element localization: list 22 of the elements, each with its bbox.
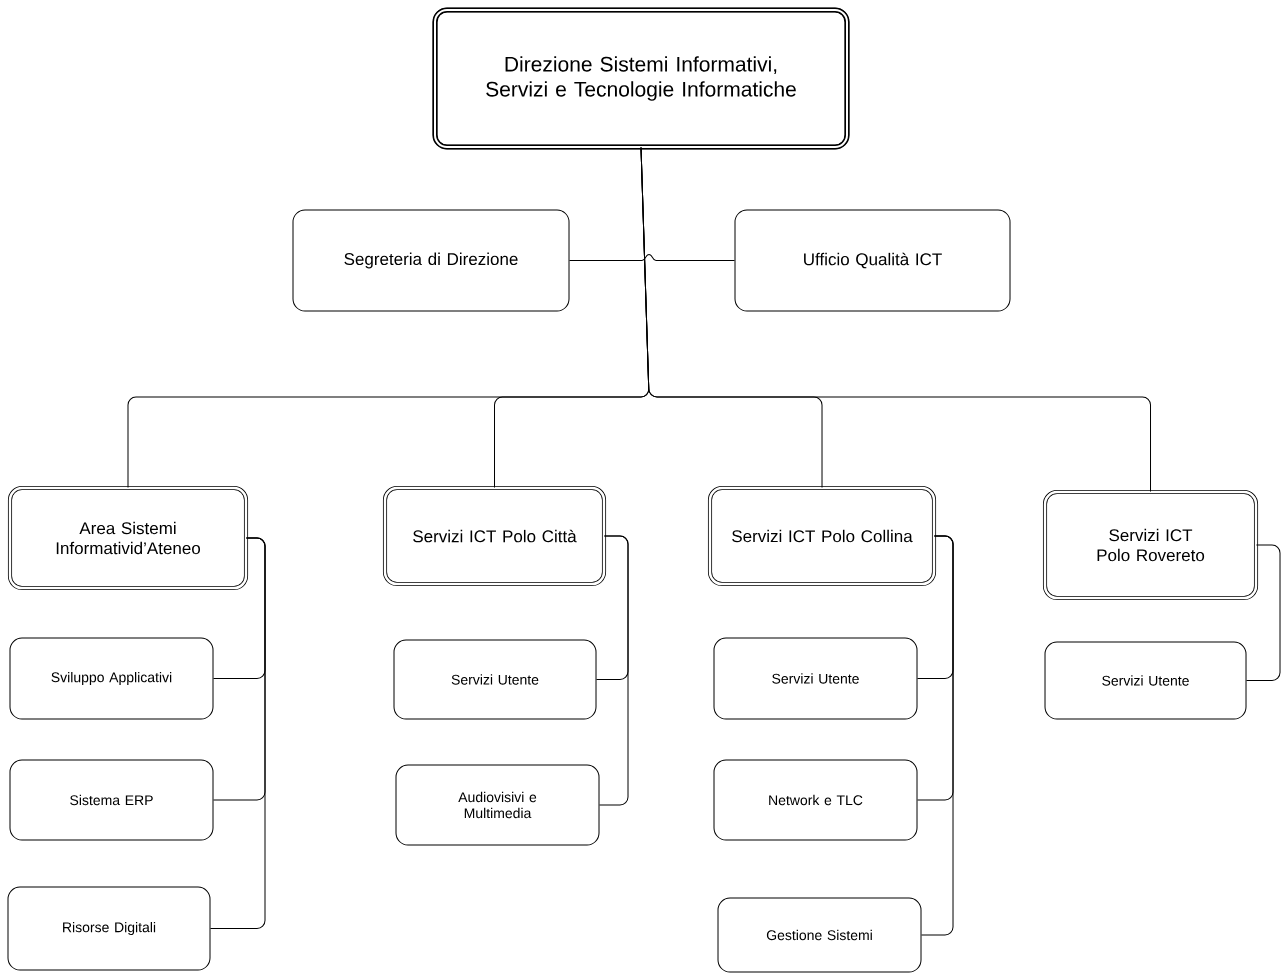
department-box: Area Sistemi Informativid’Ateneo	[7, 485, 249, 591]
department-box: Servizi ICT Polo Rovereto	[1042, 489, 1259, 601]
unit-box: Network e TLC	[713, 759, 918, 841]
connector	[921, 535, 954, 936]
unit-box: Ufficio Qualità ICT	[734, 209, 1011, 312]
connector	[210, 537, 266, 929]
director-box: Direzione Sistemi Informativi, Servizi e Tecnologie Informatiche	[432, 7, 850, 150]
unit-box: Servizi Utente	[1044, 641, 1247, 720]
unit-box: Risorse Digitali	[7, 886, 211, 971]
unit-box: Sviluppo Applicativi	[9, 637, 214, 720]
unit-box: Segreteria di Direzione	[292, 209, 570, 312]
unit-box: Audiovisivi e Multimedia	[395, 764, 600, 846]
connector	[599, 535, 629, 806]
connector	[569, 254, 735, 261]
unit-box: Sistema ERP	[9, 759, 214, 841]
connector	[640, 147, 1151, 493]
department-box: Servizi ICT Polo Collina	[707, 485, 937, 587]
unit-box: Servizi Utente	[713, 637, 918, 720]
unit-box: Servizi Utente	[393, 639, 597, 720]
connector	[1246, 544, 1281, 681]
department-box: Servizi ICT Polo Città	[382, 485, 607, 587]
unit-box: Gestione Sistemi	[717, 897, 922, 973]
